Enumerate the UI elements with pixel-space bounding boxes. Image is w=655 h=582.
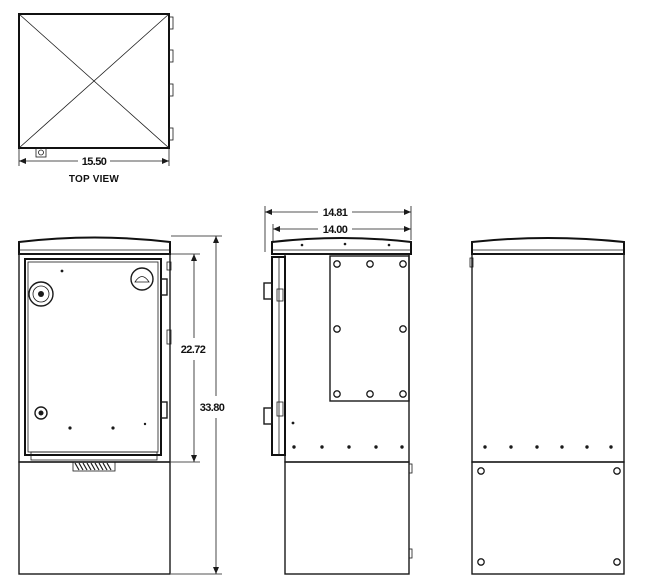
base-tab bbox=[408, 548, 413, 559]
plate-bolt bbox=[366, 390, 374, 398]
rear-side-tab bbox=[469, 257, 474, 268]
door-knob-center bbox=[38, 291, 44, 297]
body-screw bbox=[292, 445, 296, 449]
total-height-dimension: 33.80 bbox=[200, 402, 225, 414]
hinge-tab bbox=[168, 16, 174, 30]
roof-screw bbox=[300, 243, 304, 247]
side-handle-tab bbox=[276, 288, 284, 302]
body-screw bbox=[320, 445, 324, 449]
top-view: 15.50 TOP VIEW bbox=[18, 13, 174, 185]
rear-base-bolt bbox=[477, 558, 485, 566]
side-latch bbox=[166, 261, 172, 271]
plate-bolt bbox=[399, 390, 407, 398]
door-dot bbox=[111, 426, 115, 430]
roof-cap bbox=[18, 236, 171, 255]
rear-screw bbox=[609, 445, 613, 449]
top-view-diagonal bbox=[18, 13, 170, 149]
hinge-tab bbox=[168, 49, 174, 63]
plate-bolt bbox=[333, 325, 341, 333]
enclosure-door-inner bbox=[27, 261, 159, 453]
rear-base-bolt bbox=[613, 467, 621, 475]
body-width-dimension: 14.00 bbox=[323, 224, 348, 236]
lower-knob-center bbox=[38, 410, 44, 416]
side-door-edge bbox=[271, 256, 286, 456]
side-handle bbox=[263, 282, 273, 300]
rear-view bbox=[469, 237, 625, 575]
side-handle bbox=[263, 407, 273, 425]
front-view: 22.72 33.80 bbox=[18, 235, 225, 575]
side-latch bbox=[166, 329, 172, 345]
body-screw bbox=[400, 445, 404, 449]
rear-roof-cap bbox=[471, 237, 625, 255]
overall-width-dimension: 14.81 bbox=[323, 207, 348, 219]
body-screw bbox=[347, 445, 351, 449]
hinge-tab bbox=[168, 127, 174, 141]
door-dot bbox=[143, 422, 147, 426]
door-height-dimension: 22.72 bbox=[181, 344, 206, 356]
rear-lower-base bbox=[471, 461, 625, 575]
door-bottom-rail bbox=[30, 451, 158, 461]
rear-screw bbox=[585, 445, 589, 449]
plate-bolt bbox=[366, 260, 374, 268]
door-knob-inner bbox=[32, 285, 50, 303]
lower-knob bbox=[34, 406, 48, 420]
plate-bolt bbox=[399, 325, 407, 333]
top-view-outline bbox=[18, 13, 170, 149]
top-view-caption: TOP VIEW bbox=[69, 174, 119, 185]
rear-base-bolt bbox=[613, 558, 621, 566]
door-dot bbox=[68, 426, 72, 430]
top-width-dimension: 15.50 bbox=[82, 156, 107, 168]
side-lower-base bbox=[284, 461, 410, 575]
rear-base-bolt bbox=[477, 467, 485, 475]
base-tab bbox=[408, 463, 413, 474]
rear-screw bbox=[535, 445, 539, 449]
rear-screw bbox=[483, 445, 487, 449]
door-hinge bbox=[160, 401, 168, 419]
vent-louver-slats bbox=[74, 462, 112, 471]
rear-screw bbox=[509, 445, 513, 449]
upper-enclosure bbox=[18, 253, 171, 463]
door-hinge bbox=[160, 278, 168, 296]
rear-upper-body bbox=[471, 253, 625, 463]
padlock-hasp bbox=[130, 267, 154, 291]
roof-screw bbox=[343, 242, 347, 246]
roof-screw bbox=[387, 243, 391, 247]
side-view: 14.81 14.00 bbox=[263, 206, 413, 575]
mounting-plate bbox=[329, 255, 410, 402]
lock-knob bbox=[35, 147, 47, 158]
door-dot bbox=[60, 269, 64, 273]
side-roof-cap bbox=[271, 237, 412, 255]
body-screw bbox=[374, 445, 378, 449]
padlock-hasp-detail bbox=[134, 276, 150, 283]
hinge-tab bbox=[168, 83, 174, 97]
door-knob bbox=[28, 281, 54, 307]
side-upper-body bbox=[284, 253, 410, 463]
enclosure-door bbox=[24, 258, 162, 456]
plate-bolt bbox=[399, 260, 407, 268]
lower-base bbox=[18, 461, 171, 575]
side-door-dot bbox=[291, 421, 295, 425]
plate-bolt bbox=[333, 390, 341, 398]
rear-screw bbox=[560, 445, 564, 449]
plate-bolt bbox=[333, 260, 341, 268]
side-handle-tab bbox=[276, 401, 284, 417]
lock-knob-center bbox=[38, 149, 44, 156]
